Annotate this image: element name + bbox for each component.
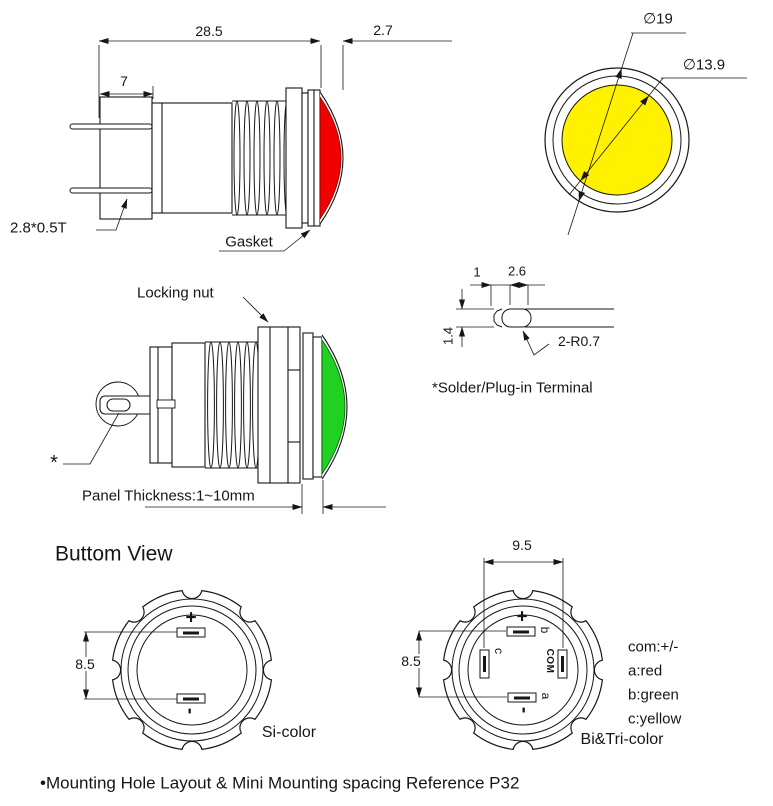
legend-c-yellow: c:yellow [628,710,682,728]
terminal-detail-caption: *Solder/Plug-in Terminal [432,379,593,397]
legend-a-red: a:red [628,662,663,680]
side-view-top-body [69,87,344,229]
yellow-lens [561,84,673,196]
si-plus-mark: + [185,607,197,629]
dim-terminal-tab: 1 [473,264,481,280]
front-view-drawing [544,67,690,213]
dim-outer-diameter: ∅19 [643,10,673,28]
si-dim-terminal-pitch: 8.5 [72,657,98,671]
bottom-view-si-drawing [83,589,273,751]
bi-terminal-com-label: COM [544,648,555,674]
terminal-spec-label: 2.8*0.5T [10,219,67,237]
bi-terminal-c-label: c [492,648,506,654]
bottom-view-title: Buttom View [55,542,173,566]
side-view-bottom-body [95,326,348,484]
side-view-bottom-dimensions [63,296,386,514]
dim-terminal-corner-radius: 2-R0.7 [557,333,601,349]
asterisk-marker: * [50,452,58,474]
terminal-detail-drawing [493,308,614,328]
locking-nut-label: Locking nut [137,284,214,302]
green-lens [321,338,346,476]
dim-terminal-length: 7 [120,73,128,89]
dim-lens-diameter: ∅13.9 [682,56,726,74]
legend-b-green: b:green [628,686,679,704]
solder-pin-bottom [69,187,153,194]
legend-com: com:+/- [628,638,679,656]
bi-terminal-b-label: b [538,626,552,634]
thread-ridges [207,341,260,469]
gasket-label: Gasket [225,233,273,251]
bi-dim-vertical-pitch: 8.5 [398,654,424,668]
red-lens [319,95,342,221]
si-minus-mark: - [179,707,201,715]
front-view-dimensions [567,32,747,236]
side-view-top-dimensions [96,38,452,252]
bi-plus-mark: + [516,606,528,628]
thread-ridges [233,100,291,216]
bi-tri-color-label: Bi&Tri-color [580,731,664,748]
si-color-label: Si-color [261,724,317,741]
solder-pin-top [69,123,153,130]
gasket-ring [301,92,309,224]
bi-dim-horizontal-pitch: 9.5 [512,537,532,553]
dim-terminal-width: 2.6 [507,263,527,279]
bottom-view-bi-drawing [416,558,604,751]
knurled-nut-outline [111,589,273,751]
locking-nut [257,326,301,484]
dim-overall-length: 28.5 [195,23,223,39]
panel-thickness-label: Panel Thickness:1~10mm [82,487,255,505]
bi-minus-mark: - [513,706,535,714]
dim-lens-protrusion: 2.7 [373,22,393,38]
bi-terminal-a-label: a [539,692,553,700]
terminal-detail-dimensions [456,282,550,356]
dim-terminal-thickness: 1.4 [440,326,456,346]
footer-note: •Mounting Hole Layout & Mini Mounting sp… [40,773,520,793]
